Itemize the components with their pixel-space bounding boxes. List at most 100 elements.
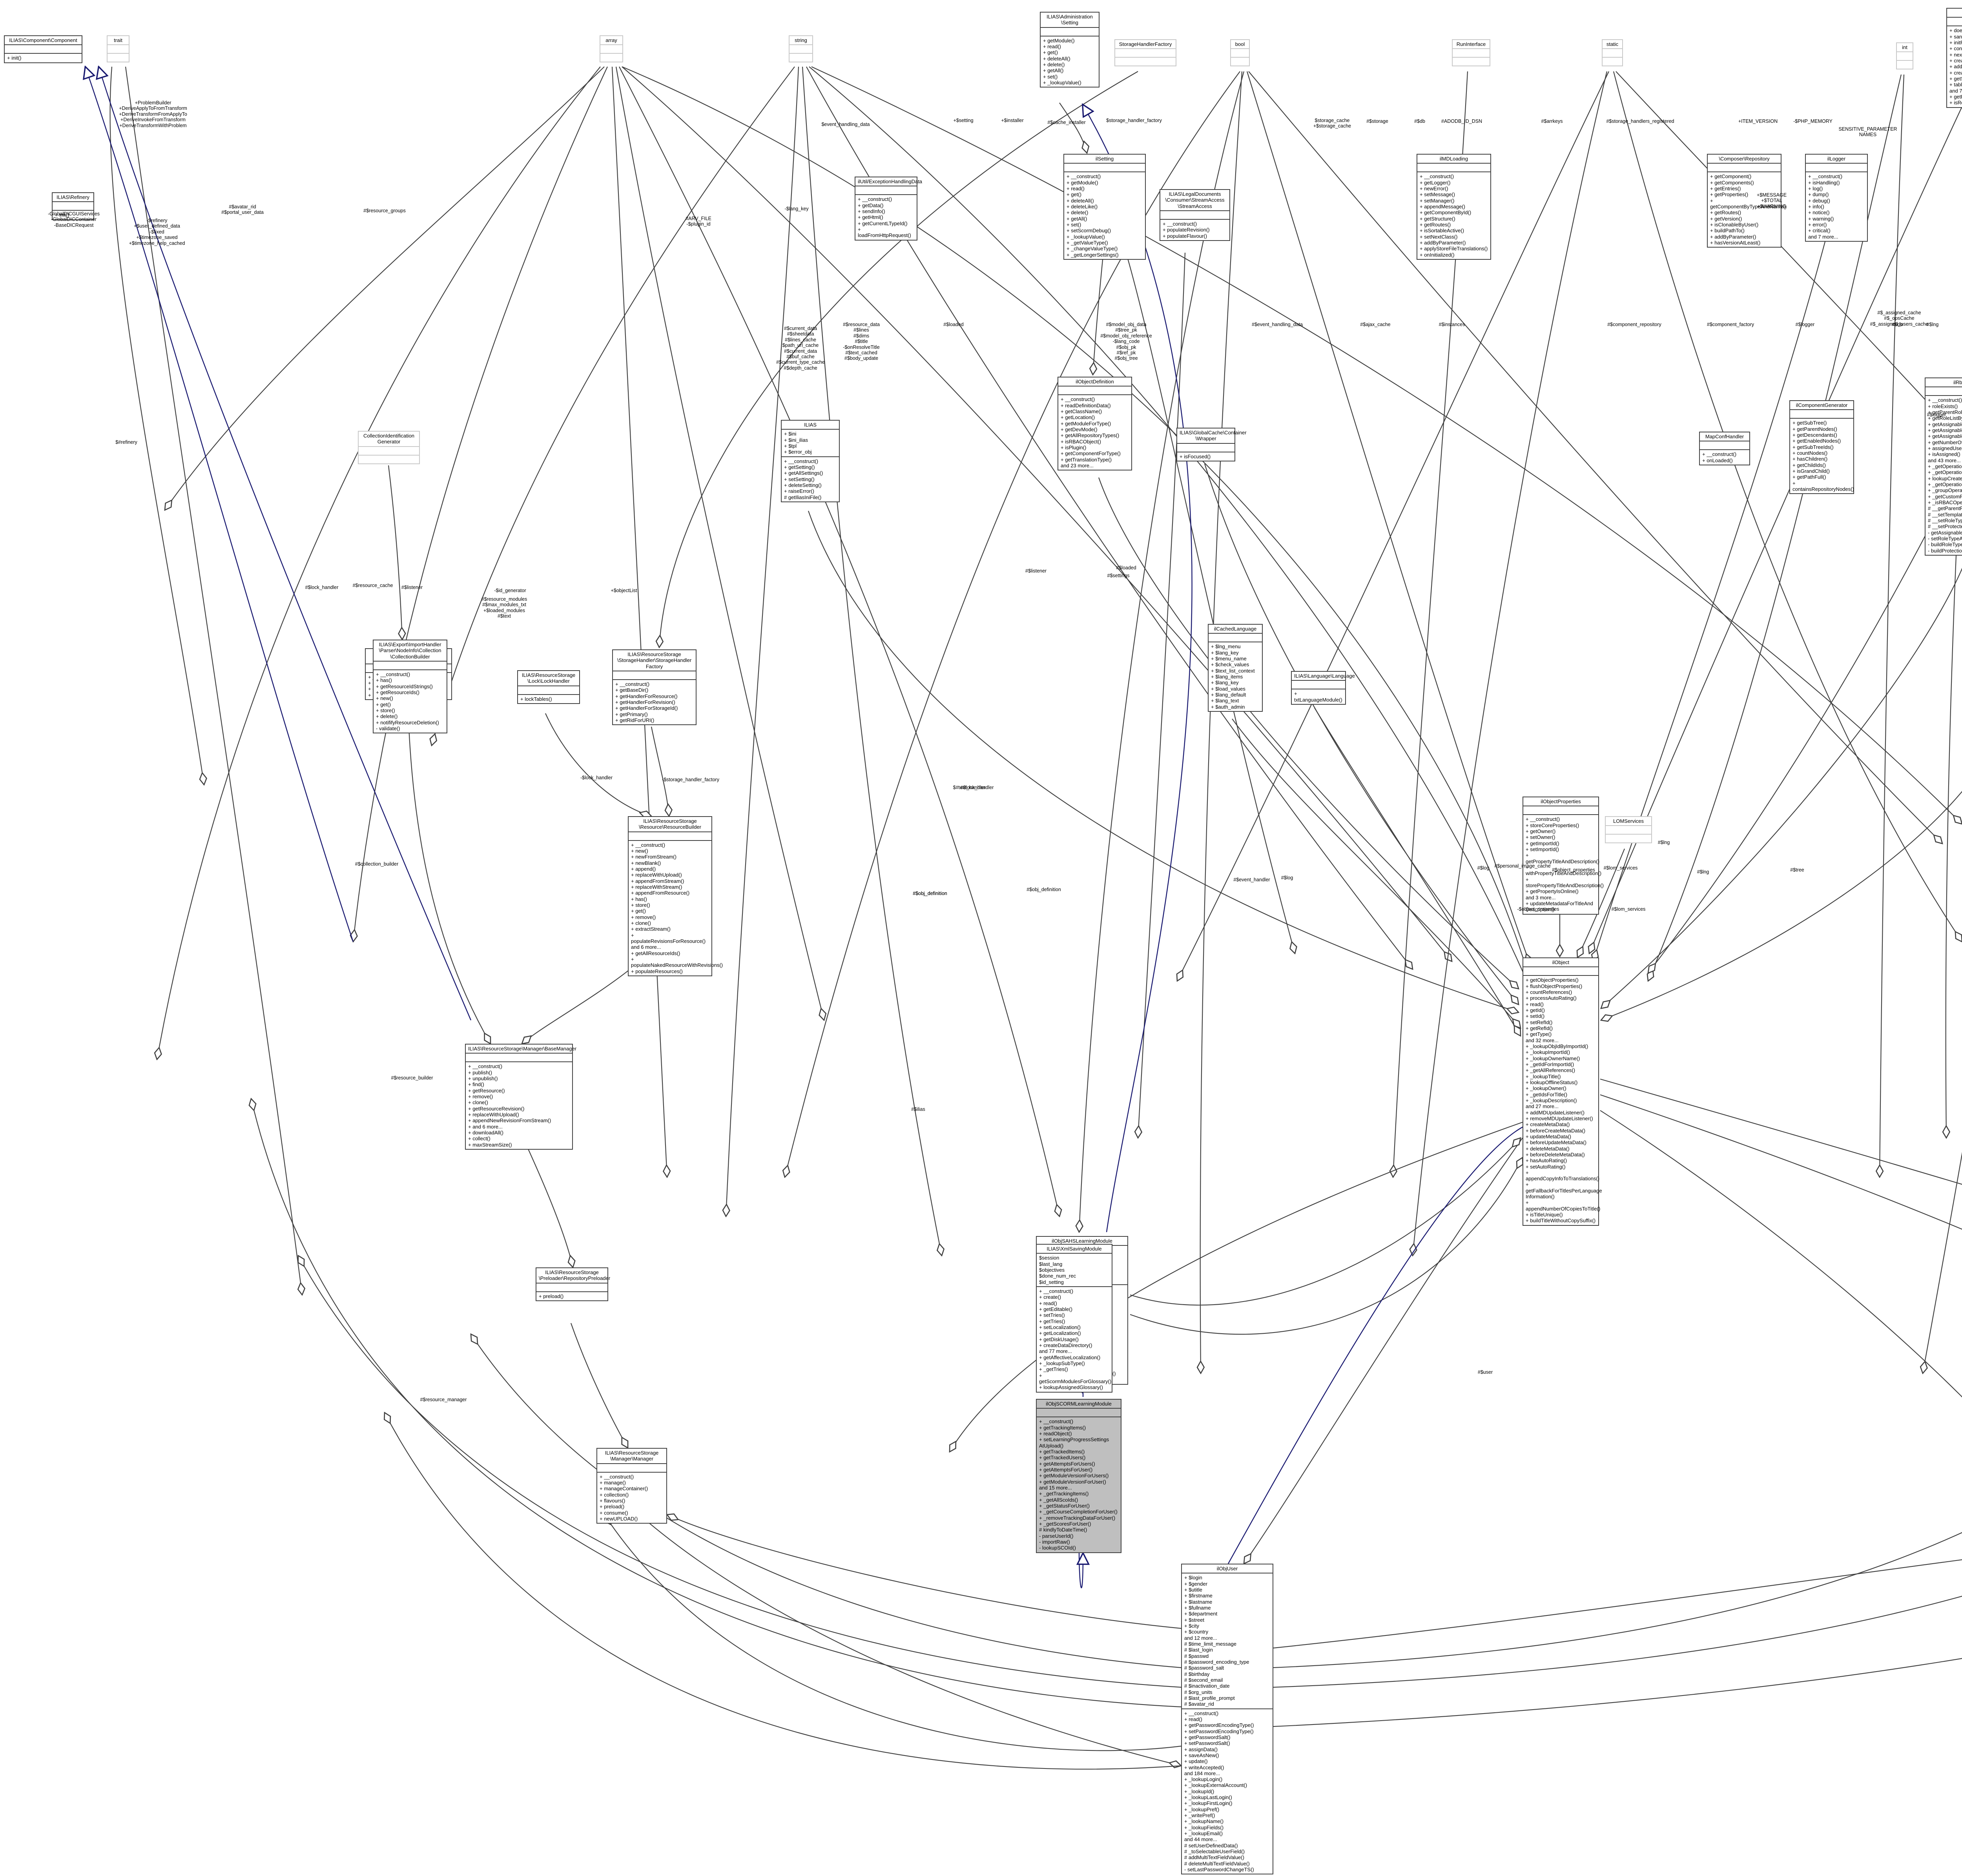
edge-label: #$lng — [1657, 840, 1670, 845]
edge-label: #$collection_builder — [355, 861, 399, 867]
class-node-title: ILIAS\ResourceStorage\Manager\BaseManage… — [468, 1046, 577, 1052]
class-node-attributes — [1064, 163, 1145, 171]
class-node[interactable]: ilObjSCORMLearningModule+ __construct() … — [1036, 1399, 1121, 1553]
class-node[interactable]: ilRbacReview+ __construct() + roleExists… — [1925, 377, 1962, 556]
class-node[interactable]: bool — [1230, 39, 1250, 67]
class-node[interactable]: string — [789, 35, 813, 63]
class-node-attributes — [1041, 27, 1099, 36]
class-node-operations: + __construct() + new() + newFromStream(… — [629, 840, 723, 975]
edge-label: #$resource_modules #$max_modules_txt +$l… — [481, 596, 527, 619]
edge-label: #$storage_handlers_registered — [1606, 119, 1674, 124]
edge-label: SENSITIVE_PARAMETER NAMES — [1838, 126, 1897, 138]
class-node-operations — [1115, 57, 1176, 66]
class-node[interactable]: ILIAS+ $ini + $ini_ilias + $tpl + $error… — [781, 420, 840, 502]
class-node[interactable]: ILIAS\ResourceStorage \Manager\Manager+ … — [596, 1448, 667, 1524]
class-node[interactable]: ilComponentGenerator+ getSubTree() + get… — [1789, 400, 1854, 494]
edge-label: -GlobalDICGUIServices -GlobalDICContaine… — [48, 211, 100, 228]
edge-label: #$loaded — [1116, 565, 1136, 571]
class-node-operations — [1231, 57, 1249, 66]
class-node[interactable]: ilObject+ getObjectProperties() + flushO… — [1523, 957, 1602, 1226]
class-node[interactable]: CollectionIdentification Generator — [358, 431, 420, 464]
class-node[interactable]: ilMDLoading+ __construct() + getLogger()… — [1417, 154, 1491, 260]
class-node[interactable]: ilUtil/ExceptionHandlingData+ __construc… — [855, 177, 922, 241]
class-node[interactable]: ilDBInterface+ doesCollationSupportMB4St… — [1946, 8, 1962, 108]
class-node[interactable]: ILIAS\Component\Component+ init() — [4, 35, 82, 63]
class-node[interactable]: ILIAS\ResourceStorage \StorageHandler\St… — [612, 649, 697, 726]
edge-label: #$cache_installer — [1047, 120, 1086, 125]
class-node-title: ilObject — [1552, 959, 1570, 965]
class-node[interactable]: ILIAS\GlobalCache\Container \Wrapper+ is… — [1176, 428, 1247, 461]
class-node[interactable]: ILIAS\ResourceStorage \Preloader\Reposit… — [536, 1267, 611, 1301]
class-node-operations: + __construct() + storeCoreProperties() … — [1523, 814, 1604, 913]
class-node-title: ILIAS\ResourceStorage \Preloader\Reposit… — [539, 1269, 611, 1282]
edge-label: $storage_handler_factory — [1106, 118, 1162, 123]
class-node[interactable]: ilObjectProperties+ __construct() + stor… — [1523, 797, 1604, 915]
class-node-title: ILIAS\GlobalCache\Container \Wrapper — [1180, 430, 1247, 442]
class-node[interactable]: ILIAS\ResourceStorage \Lock\LockHandler+… — [517, 670, 580, 704]
class-node[interactable]: ilObjectDefinition+ __construct() + read… — [1058, 377, 1132, 471]
class-node[interactable]: RunInterface — [1452, 39, 1490, 67]
class-node-attributes — [1292, 680, 1345, 689]
class-node-attributes — [53, 201, 93, 210]
edge-label: #$logger — [1927, 412, 1946, 417]
class-node[interactable]: ILIAS\Refinery + init() — [52, 192, 94, 220]
class-node[interactable]: MapConfHandler + __construct() + onLoaded… — [1699, 432, 1750, 465]
class-node[interactable]: ILIAS\XmlSavingModule$session $last_lang… — [1036, 1244, 1112, 1393]
class-node-attributes — [1708, 163, 1781, 171]
class-node-attributes — [790, 44, 812, 53]
edge-label: #$lock_handler — [960, 785, 994, 790]
edge-label: +$objectList — [611, 588, 637, 593]
edge-label: #$lock_handler — [305, 585, 339, 590]
edge-label: -$refinery +$user_defined_data -$fixed +… — [129, 218, 185, 246]
class-node-title: MapConfHandler — [1705, 434, 1744, 439]
class-node-title: ILIAS\ResourceStorage \Resource\Resource… — [639, 818, 701, 830]
class-node-title: ILIAS\ResourceStorage \StorageHandler\St… — [617, 651, 692, 669]
class-node-operations — [1606, 834, 1651, 842]
class-node[interactable]: ilSetting+ __construct() + getModule() +… — [1063, 154, 1146, 260]
class-node[interactable]: trait — [107, 35, 129, 63]
class-node[interactable]: ILIAS\Administration \Setting+ getModule… — [1040, 12, 1100, 88]
class-node[interactable]: ilLogger+ __construct() + isHandling() +… — [1805, 154, 1868, 242]
class-node[interactable]: ILIAS\ResourceStorage\Manager\BaseManage… — [465, 1044, 577, 1150]
class-node[interactable]: ilCachedLanguage+ $lng_menu + $lang_key … — [1208, 624, 1263, 712]
edge-label: +ProblemBuilder +DeriveApplyToFromTransf… — [119, 100, 187, 128]
class-node-operations — [790, 53, 812, 62]
class-node-operations: + __construct() + roleExists() + getPare… — [1926, 395, 1962, 555]
edge-label: #$db — [1414, 119, 1425, 124]
class-node-title: ilObjSCORMLearningModule — [1046, 1401, 1112, 1407]
class-node[interactable]: static — [1602, 39, 1623, 67]
edge-label: #$resource_cache — [352, 583, 393, 588]
edge-label: #$storage — [1366, 119, 1388, 124]
class-node-attributes — [629, 831, 711, 840]
class-node-operations: + init() — [5, 53, 82, 62]
class-node[interactable]: LOMServices — [1605, 816, 1652, 844]
class-node-operations: + $lng_menu + $lang_key + $menu_name + $… — [1209, 642, 1262, 711]
class-node-title: trait — [114, 37, 122, 43]
class-node-title: array — [605, 37, 617, 43]
class-node[interactable]: ilObjUser+ $login + $gender + $utitle + … — [1181, 1564, 1273, 1875]
class-node-operations: + __construct() + create() + read() + ge… — [1037, 1286, 1112, 1392]
class-node-title: ILIAS\Refinery — [57, 194, 89, 200]
edge-label: -$PHP_MEMORY — [1793, 119, 1833, 124]
class-node-title: ilComponentGenerator — [1796, 402, 1848, 408]
class-node-operations: + getComponent() + getComponents() + get… — [1708, 171, 1787, 247]
edge-label: #$logger — [1795, 322, 1815, 327]
class-node[interactable]: ILIAS\LegalDocuments \Consumer\StreamAcc… — [1160, 189, 1230, 241]
class-node-attributes — [1790, 409, 1853, 418]
edge-label: #$listener — [401, 585, 423, 590]
class-node[interactable]: array — [600, 35, 623, 63]
class-node-operations: + init() — [53, 210, 93, 219]
class-node-operations: + lockTables() — [518, 694, 579, 703]
class-node-title: ILIAS — [804, 422, 817, 428]
class-node-operations: + __construct() + onLoaded() — [1700, 449, 1749, 465]
class-node[interactable]: ILIAS\Language\Language+ txtLanguageModu… — [1291, 671, 1355, 705]
class-node[interactable]: \Composer\Repository+ getComponent() + g… — [1707, 154, 1787, 248]
class-node-title: ILIAS\Language\Language — [1294, 673, 1355, 679]
class-node[interactable]: ILIAS\ResourceStorage \Resource\Resource… — [628, 816, 723, 976]
class-node[interactable]: ILIAS\Export\ImportHandler \Parser\NodeI… — [373, 640, 447, 734]
edge-label: #$user — [1477, 1369, 1493, 1375]
class-node[interactable]: int — [1896, 42, 1913, 70]
edge-label: #$db — [1892, 322, 1903, 327]
class-node[interactable]: StorageHandlerFactory — [1114, 39, 1176, 67]
